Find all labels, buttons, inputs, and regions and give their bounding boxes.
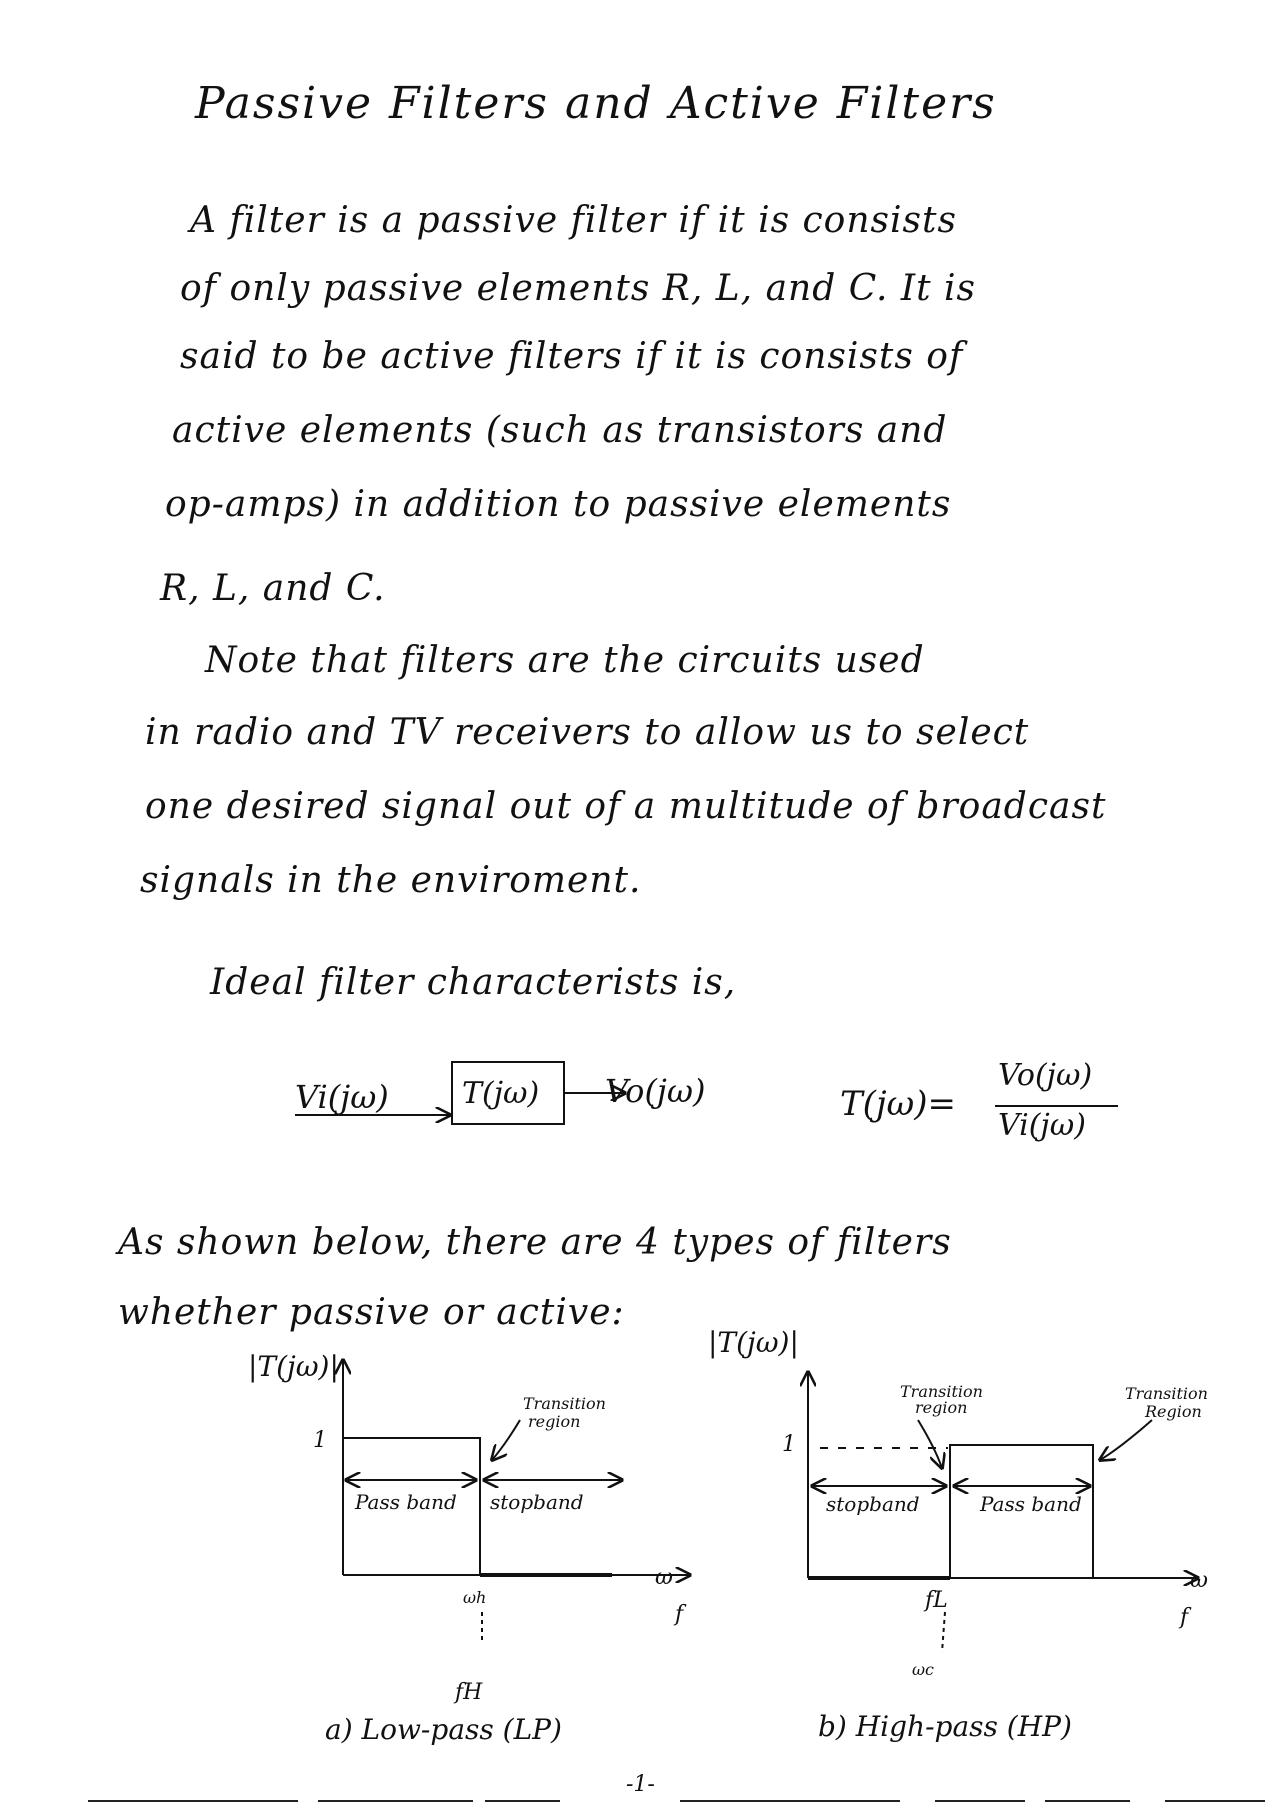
block-input-label: Vi(jω)	[295, 1078, 389, 1116]
highpass-y-axis-label: |T(jω)|	[708, 1326, 799, 1359]
highpass-transition1-label-1: Transition	[900, 1382, 983, 1401]
highpass-chart	[808, 1372, 1198, 1653]
page-number: -1-	[626, 1772, 655, 1797]
lowpass-x-w-label: ω	[655, 1565, 673, 1590]
ideal-filter-heading: Ideal filter characterists is,	[210, 962, 737, 1003]
block-diagram	[295, 1061, 1118, 1125]
equation-numerator: Vo(jω)	[998, 1058, 1093, 1093]
equation-denominator: Vi(jω)	[998, 1108, 1086, 1143]
types-line1: As shown below, there are 4 types of fil…	[118, 1222, 952, 1263]
footer-rule-1	[88, 1800, 298, 1802]
highpass-x-f-label: f	[1180, 1605, 1189, 1630]
paragraph2-line1: Note that filters are the circuits used	[205, 640, 925, 681]
lowpass-cutoff-w-label: ωh	[463, 1588, 487, 1607]
highpass-transition2-label-2: Region	[1145, 1402, 1202, 1421]
paragraph1-line1: A filter is a passive filter if it is co…	[190, 200, 957, 241]
highpass-cutoff-f-label: fL	[925, 1588, 948, 1613]
paragraph1-line3: said to be active filters if it is consi…	[180, 336, 964, 377]
highpass-transition2-label-1: Transition	[1125, 1384, 1208, 1403]
paragraph1-line5: op-amps) in addition to passive elements	[165, 484, 952, 525]
footer-rule-5	[935, 1800, 1025, 1802]
highpass-transition1-label-2: region	[915, 1398, 968, 1417]
paragraph1-line6: R, L, and C.	[160, 568, 386, 609]
paragraph1-line4: active elements (such as transistors and	[172, 410, 948, 451]
paragraph1-line2: of only passive elements R, L, and C. It…	[180, 268, 976, 309]
highpass-cutoff-w-label: ωc	[912, 1660, 935, 1679]
transfer-box	[451, 1061, 565, 1125]
lowpass-x-f-label: f	[675, 1602, 684, 1627]
equation-lhs: T(jω)=	[840, 1084, 956, 1124]
lowpass-level-label: 1	[313, 1428, 327, 1453]
highpass-transition1-pointer	[917, 1419, 942, 1468]
paragraph2-line3: one desired signal out of a multitude of…	[145, 786, 1107, 827]
highpass-transition2-pointer	[1100, 1419, 1153, 1460]
footer-rule-3	[485, 1800, 560, 1802]
highpass-response	[949, 1444, 1094, 1578]
lowpass-response	[343, 1437, 481, 1575]
block-transfer-box-label: T(jω)	[462, 1076, 540, 1111]
footer-rule-4	[680, 1800, 900, 1802]
page-title: Passive Filters and Active Filters	[195, 78, 997, 129]
footer-rule-2	[318, 1800, 473, 1802]
highpass-stopband-label: stopband	[826, 1492, 920, 1516]
lowpass-chart	[343, 1360, 690, 1640]
footer-rule-6	[1045, 1800, 1130, 1802]
paragraph2-line4: signals in the enviroment.	[140, 860, 642, 901]
highpass-passband-label: Pass band	[980, 1492, 1082, 1516]
lowpass-passband-label: Pass band	[355, 1490, 457, 1514]
lowpass-y-axis-label: |T(jω)|	[248, 1350, 339, 1383]
lowpass-transition-pointer	[492, 1419, 521, 1460]
highpass-level-label: 1	[782, 1432, 796, 1457]
lowpass-caption: a) Low-pass (LP)	[325, 1713, 562, 1746]
lowpass-cutoff-f-label: fH	[455, 1680, 483, 1705]
lowpass-transition-label-2: region	[528, 1412, 581, 1431]
lowpass-stopband-label: stopband	[490, 1490, 584, 1514]
highpass-caption: b) High-pass (HP)	[818, 1710, 1072, 1743]
types-line2: whether passive or active:	[118, 1292, 625, 1333]
paragraph2-line2: in radio and TV receivers to allow us to…	[145, 712, 1030, 753]
highpass-cutoff-tick	[941, 1611, 946, 1653]
footer-rule-7	[1165, 1800, 1265, 1802]
lowpass-transition-label-1: Transition	[523, 1394, 606, 1413]
